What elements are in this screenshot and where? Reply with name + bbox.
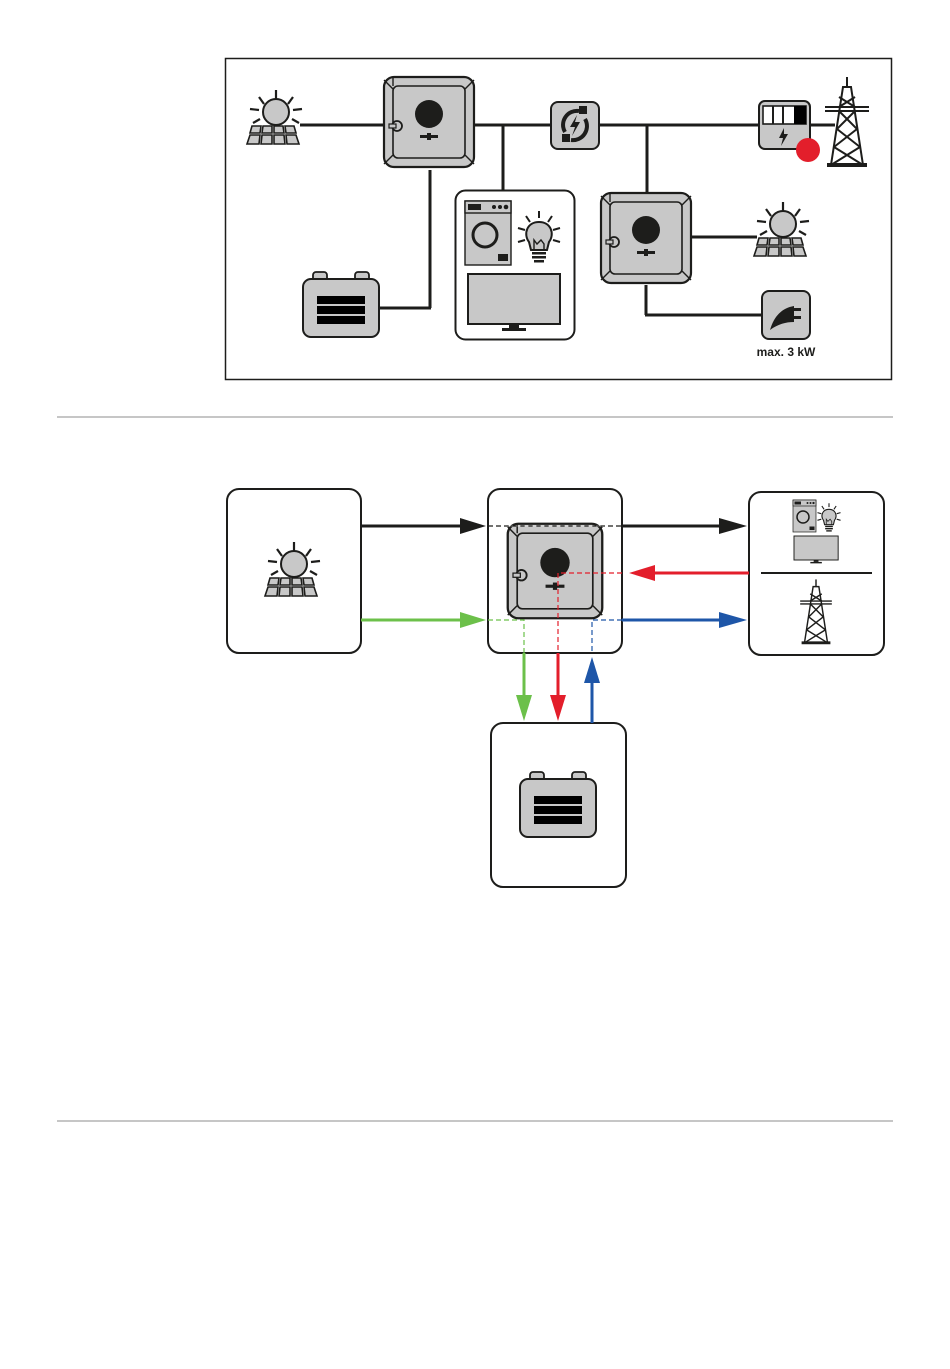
energy-flow-diagram xyxy=(227,489,884,887)
battery-icon xyxy=(520,772,596,837)
washing-machine-icon xyxy=(793,500,816,532)
battery-icon xyxy=(303,272,379,337)
section-divider xyxy=(57,1120,893,1122)
household-consumers-box xyxy=(456,191,575,340)
backup-power-label: max. 3 kW xyxy=(757,345,816,359)
washing-machine-icon xyxy=(465,201,511,265)
plug-icon xyxy=(762,291,810,339)
hybrid-inverter-icon xyxy=(508,524,603,619)
television-icon xyxy=(468,274,560,331)
meter-status-dot xyxy=(796,138,820,162)
inverter-icon xyxy=(601,193,691,283)
power-exchange-icon xyxy=(551,102,599,149)
system-overview-diagram: max. 3 kW xyxy=(226,59,892,380)
hybrid-inverter-icon xyxy=(384,77,474,167)
television-icon xyxy=(794,536,838,563)
section-divider xyxy=(57,416,893,418)
